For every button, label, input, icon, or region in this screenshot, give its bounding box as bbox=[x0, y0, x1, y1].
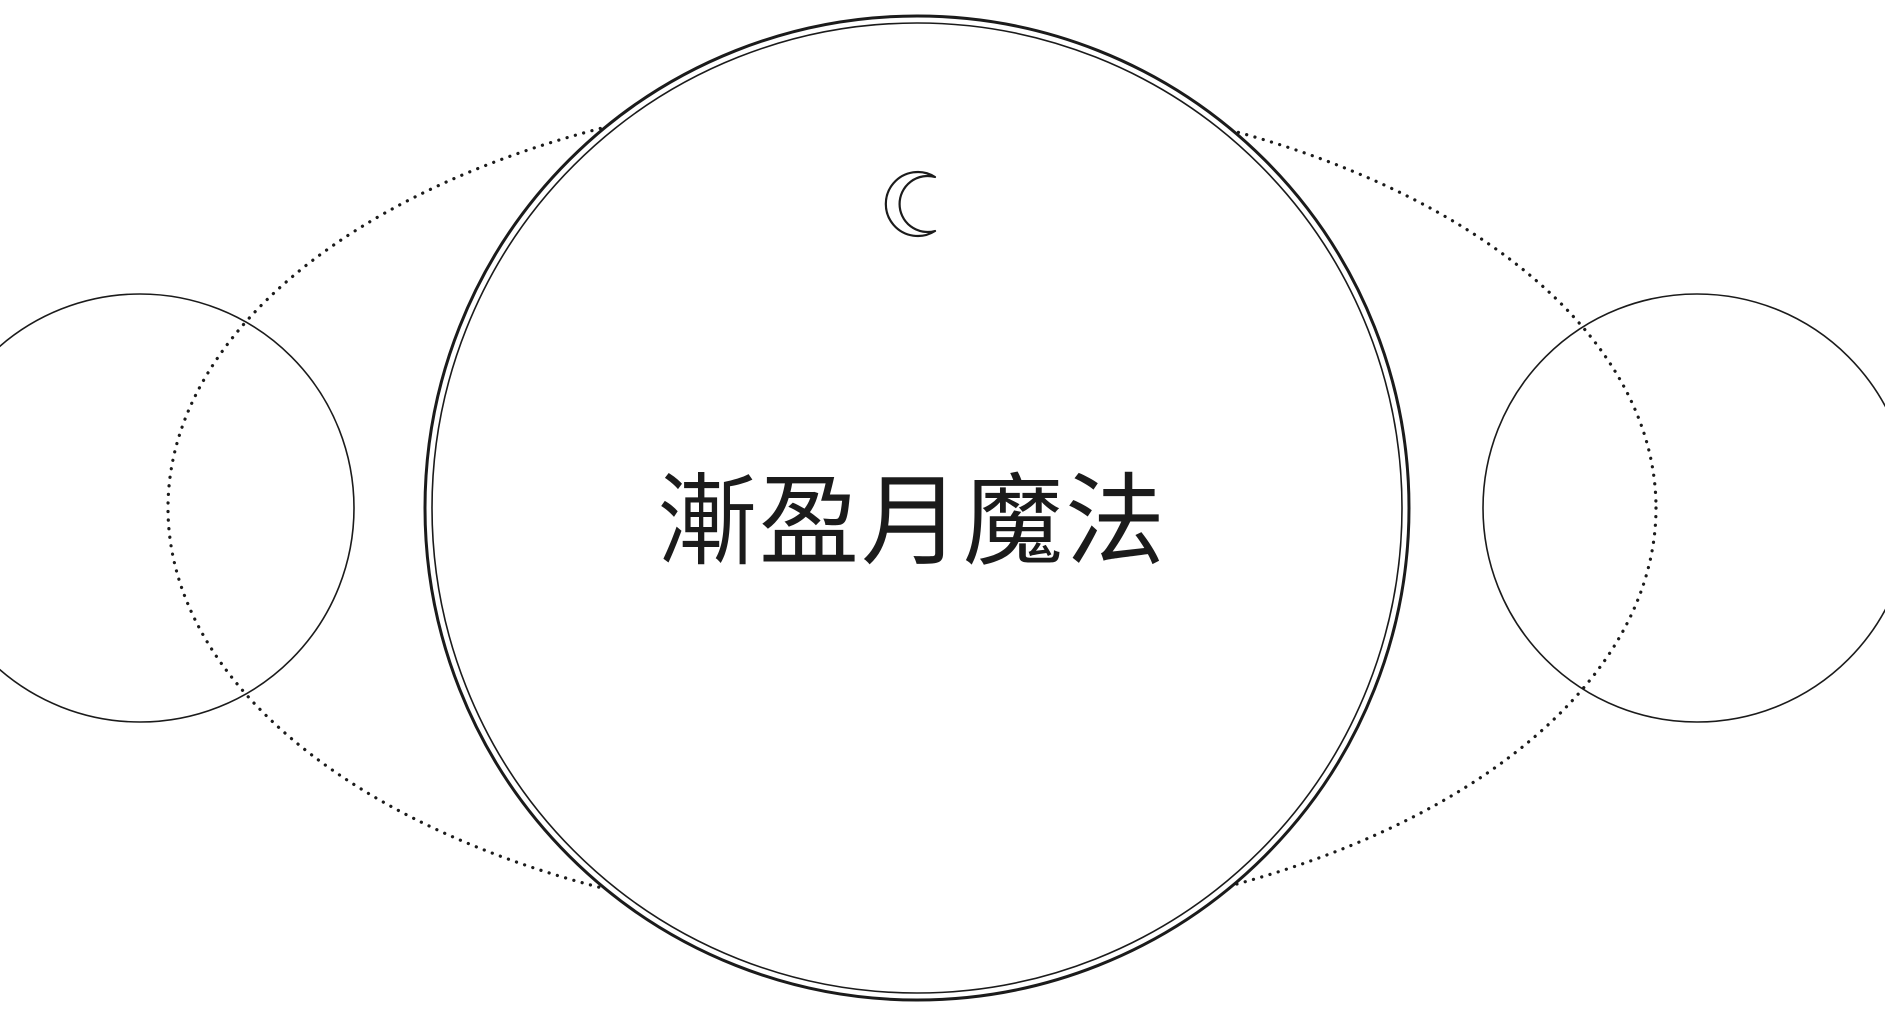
central-circle-inner bbox=[431, 22, 1403, 994]
title: 漸盈月魔法 bbox=[657, 463, 1167, 580]
left-moon-circle bbox=[0, 293, 355, 723]
crescent-moon-icon bbox=[884, 170, 937, 238]
right-moon-circle bbox=[1482, 293, 1885, 723]
dotted-orbit-ellipse bbox=[166, 88, 1658, 928]
central-circle-outer bbox=[423, 14, 1411, 1002]
